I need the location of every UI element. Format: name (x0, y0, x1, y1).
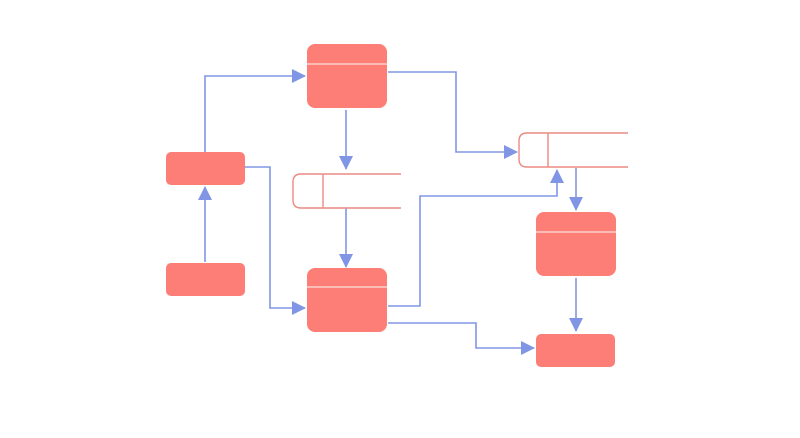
edge-left-to-center (245, 166, 306, 315)
edge-center-to-datastore-right (388, 169, 564, 307)
nodes (166, 44, 628, 367)
process-center (307, 268, 387, 332)
process-left (166, 152, 245, 185)
process-bottom-right (536, 334, 615, 367)
edge-top-to-datastore-right (388, 71, 518, 159)
process-right (536, 212, 616, 276)
connectors (198, 69, 583, 355)
datastore-right (518, 132, 628, 168)
process-bottom-left (166, 263, 245, 296)
datastore-center (292, 173, 401, 209)
process-top (307, 44, 387, 108)
edge-left-to-top (204, 69, 306, 152)
edge-center-to-bottomright (388, 322, 535, 355)
